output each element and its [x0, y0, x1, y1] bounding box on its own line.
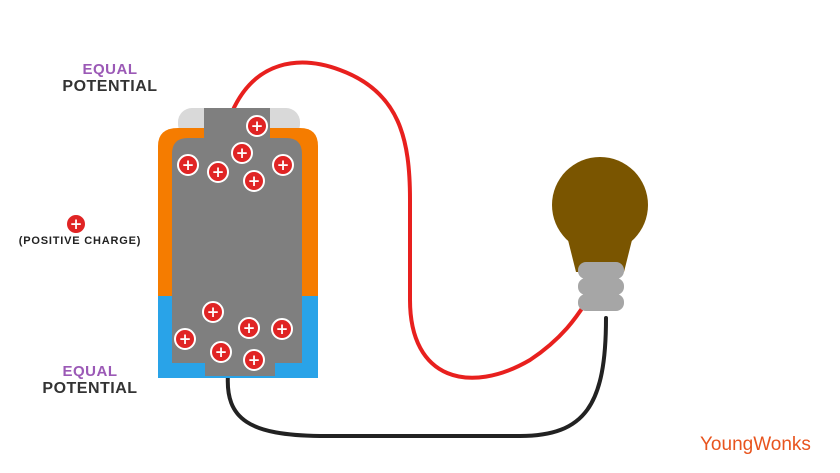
top-equal-potential-label: EQUAL POTENTIAL: [55, 61, 165, 96]
bottom-equal-potential-label: EQUAL POTENTIAL: [35, 363, 145, 398]
positive-wire: [230, 60, 597, 380]
charge-sign: +: [251, 117, 264, 135]
legend-charge-icon: +: [65, 213, 87, 235]
bulb-base: [578, 262, 624, 311]
charge-sign: +: [70, 215, 83, 233]
positive-charge-icon: +: [243, 349, 265, 371]
charge-sign: +: [182, 156, 195, 174]
positive-charge-icon: +: [207, 161, 229, 183]
positive-charge-icon: +: [246, 115, 268, 137]
positive-charge-icon: +: [174, 328, 196, 350]
positive-charge-icon: +: [231, 142, 253, 164]
charge-sign: +: [243, 319, 256, 337]
positive-charge-icon: +: [238, 317, 260, 339]
positive-charge-icon: +: [243, 170, 265, 192]
charge-sign: +: [277, 156, 290, 174]
top-potential-word: POTENTIAL: [62, 78, 158, 95]
bottom-potential-word: POTENTIAL: [42, 380, 138, 397]
top-equal-word: EQUAL: [82, 61, 138, 78]
charge-sign: +: [212, 163, 225, 181]
light-bulb: [552, 157, 648, 311]
bottom-equal-word: EQUAL: [62, 363, 118, 380]
positive-charge-icon: +: [210, 341, 232, 363]
charge-sign: +: [276, 320, 289, 338]
brand-logo: YoungWonks: [700, 434, 811, 455]
bulb-glass: [552, 157, 648, 253]
negative-wire: [225, 316, 608, 438]
charge-sign: +: [248, 351, 261, 369]
positive-charge-icon: +: [271, 318, 293, 340]
positive-charges: +++++++++++++: [65, 115, 294, 371]
charge-sign: +: [248, 172, 261, 190]
charge-sign: +: [207, 303, 220, 321]
positive-charge-icon: +: [202, 301, 224, 323]
charge-sign: +: [215, 343, 228, 361]
positive-charge-icon: +: [177, 154, 199, 176]
charge-sign: +: [236, 144, 249, 162]
positive-charge-icon: +: [272, 154, 294, 176]
positive-charge-label: (POSITIVE CHARGE): [18, 235, 142, 247]
charge-sign: +: [179, 330, 192, 348]
